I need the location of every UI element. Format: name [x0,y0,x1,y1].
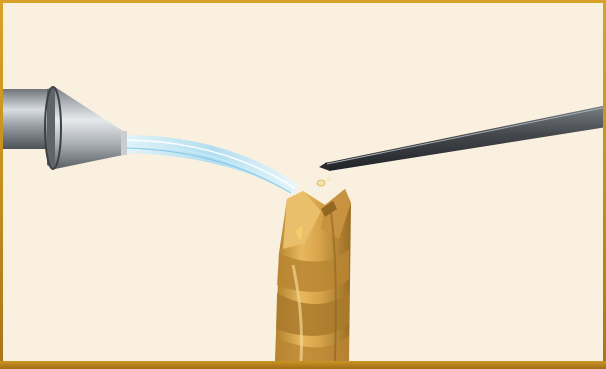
image-panel [3,3,603,361]
machining-illustration [3,3,603,361]
frame-bottom-strip [0,361,606,369]
electrode-probe-icon [319,105,603,171]
coolant-nozzle-icon [3,87,127,169]
coolant-stream [127,135,299,195]
drill-bit-icon [275,189,351,361]
sparks [313,177,332,191]
